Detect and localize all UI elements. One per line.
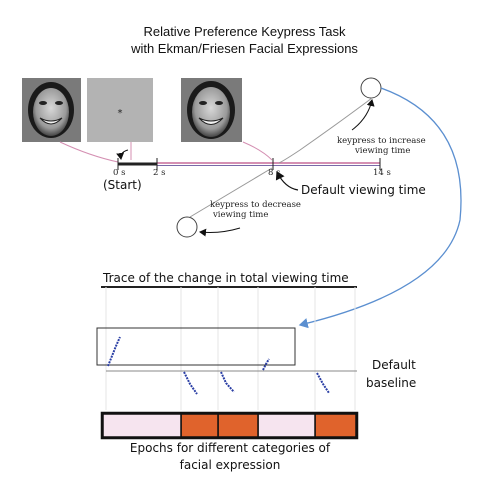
decrease-label-line-2: viewing time — [213, 210, 268, 220]
epoch-segment — [218, 414, 258, 437]
svg-text:*: * — [118, 108, 123, 119]
face-image-left — [22, 78, 81, 142]
tick-label-0s: 0 s — [113, 168, 125, 178]
start-arrow — [121, 150, 128, 159]
decrease-label-line-1: keypress to decrease — [210, 200, 301, 210]
epoch-segment — [315, 414, 356, 437]
epoch-segment — [103, 414, 181, 437]
fixation-card: * — [87, 78, 153, 142]
increase-arrow — [352, 100, 372, 130]
blue-arrow — [300, 88, 461, 325]
baseline-label-line-2: baseline — [366, 376, 416, 390]
trace-panel — [97, 287, 357, 410]
tick-label-14s: 14 s — [373, 168, 391, 178]
tick-label-2s: 2 s — [153, 168, 165, 178]
start-label: (Start) — [103, 178, 142, 192]
epoch-segment — [258, 414, 315, 437]
default-viewing-time-label: Default viewing time — [301, 183, 426, 197]
increase-keypress-circle — [361, 78, 381, 98]
decrease-keypress-circle — [177, 217, 197, 237]
epochs-caption-line-2: facial expression — [0, 458, 460, 472]
epochs-caption-line-1: Epochs for different categories of — [0, 441, 460, 455]
tick-label-8s: 8 s — [268, 168, 280, 178]
increase-label-line-1: keypress to increase — [337, 136, 426, 146]
decrease-arrow — [200, 228, 240, 233]
face-image-right — [181, 78, 242, 142]
epoch-bar — [102, 413, 357, 438]
connector-right-face — [243, 142, 272, 160]
increase-label-line-2: viewing time — [355, 146, 410, 156]
baseline-label-line-1: Default — [372, 358, 416, 372]
epoch-segment — [181, 414, 218, 437]
connector-left-face — [60, 142, 118, 162]
trace-title: Trace of the change in total viewing tim… — [103, 271, 349, 285]
